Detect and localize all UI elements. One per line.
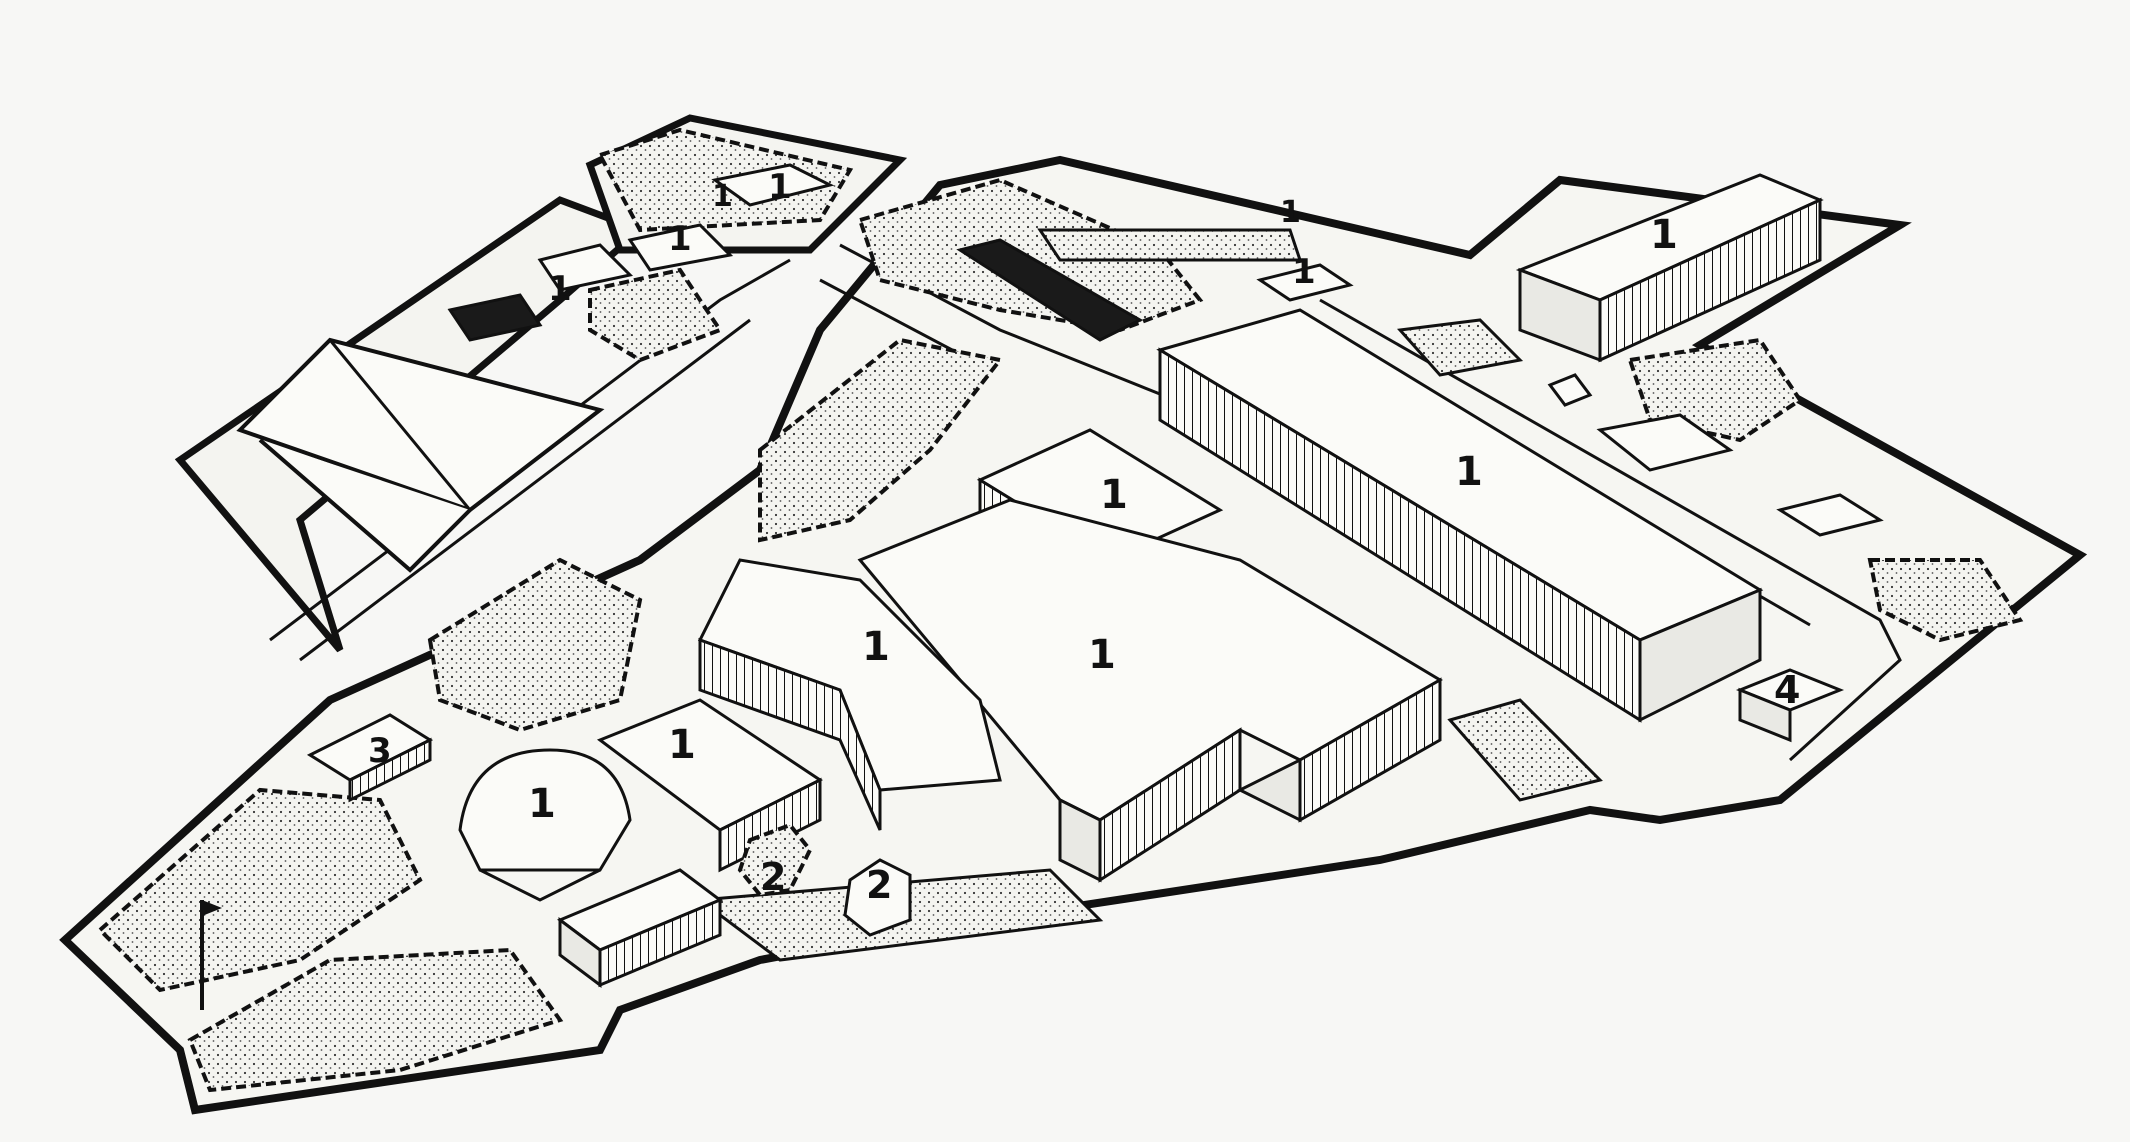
building-southwest-low-facade <box>598 897 722 988</box>
trees-east-2 <box>1867 558 2024 643</box>
building-north-small-4 <box>447 293 543 342</box>
label-b3: 1 <box>548 269 572 309</box>
label-b1: 1 <box>768 167 792 207</box>
building-small-3-facade <box>348 737 432 803</box>
label-b2: 1 <box>668 219 692 259</box>
trees-north-3 <box>588 267 724 363</box>
building-north-center-small <box>1256 263 1354 302</box>
label-b8: 1 <box>1100 472 1128 518</box>
label-b4: 1 <box>1292 252 1316 292</box>
building-north-small-1 <box>711 163 835 207</box>
trees-park-2 <box>427 557 643 733</box>
label-b14: 2 <box>760 855 786 899</box>
label-b13: 1 <box>712 179 733 214</box>
flagpole <box>200 900 222 1010</box>
building-small-4-side <box>1738 687 1792 743</box>
pavilion-2b <box>843 858 912 937</box>
label-b6: 1 <box>862 624 890 670</box>
sports-fields <box>236 337 605 573</box>
tree-areas <box>97 127 2024 1093</box>
trees-southwest-1 <box>97 787 423 993</box>
building-east-kiosk <box>1547 373 1593 407</box>
label-b9: 1 <box>1455 449 1483 495</box>
lawn-south <box>1447 698 1603 802</box>
building-labels: 1 1 1 1 1 1 1 1 1 1 1 1 1 2 2 3 4 <box>368 167 1800 907</box>
lawn-east <box>1396 318 1524 377</box>
building-curved-hall-facade <box>698 637 882 831</box>
building-long-block-side <box>1638 587 1762 723</box>
building-east-small-1 <box>1596 413 1734 472</box>
label-b5: 1 <box>668 722 696 768</box>
label-b7: 1 <box>1088 632 1116 678</box>
building-north-dark-strip <box>956 238 1144 342</box>
label-b17: 4 <box>1774 668 1800 712</box>
trees-southwest-2 <box>187 947 564 1093</box>
label-b16: 3 <box>368 731 392 771</box>
trees-park-1 <box>758 337 1004 543</box>
label-b15: 2 <box>866 863 892 907</box>
label-b11: 1 <box>1280 195 1301 230</box>
building-dome <box>458 748 632 872</box>
building-main-hall-facade-3 <box>1298 677 1442 823</box>
label-b10: 1 <box>528 781 556 827</box>
trees-north-2 <box>857 177 1204 333</box>
building-northeast-facade <box>1598 197 1822 363</box>
building-north-small-2 <box>627 223 734 272</box>
label-b12: 1 <box>1650 212 1678 258</box>
buildings <box>306 163 1884 988</box>
pavilion-2a <box>737 822 813 898</box>
parking-north <box>1037 228 1303 262</box>
building-west-block-facade <box>718 777 822 873</box>
building-north-small-3 <box>537 243 634 292</box>
building-east-small-2 <box>1776 493 1884 537</box>
